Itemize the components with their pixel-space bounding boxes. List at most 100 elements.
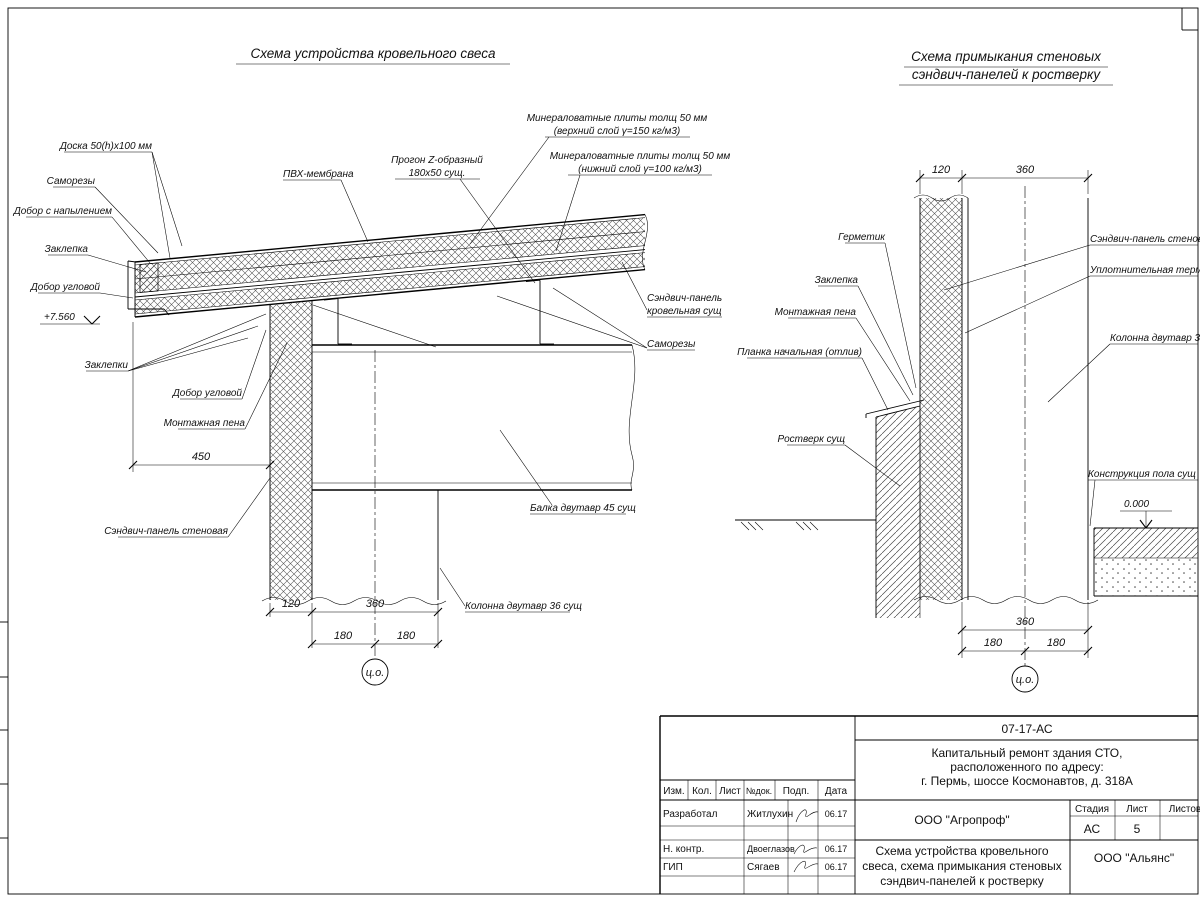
dim-r180b-value: 180 bbox=[1047, 637, 1066, 649]
stage-label: Стадия bbox=[1075, 804, 1109, 815]
label-minplate-bottom-text-1: Минераловатные плиты толщ 50 мм bbox=[550, 151, 731, 162]
label-dobor-uglovoy-2-text: Добор угловой bbox=[172, 387, 243, 399]
dim-r360t-value: 360 bbox=[1016, 164, 1035, 176]
label-samorezy-1-text: Саморезы bbox=[47, 176, 96, 187]
col-header-podp: Подп. bbox=[783, 786, 810, 797]
label-pol-text: Конструкция пола сущ bbox=[1088, 469, 1196, 480]
elevation-mark-0000: 0.000 bbox=[1120, 499, 1172, 529]
elevation-value: +7.560 bbox=[44, 312, 75, 323]
label-sandwich-wall-right: Сэндвич-панель стеновая bbox=[943, 234, 1200, 291]
label-balka-text: Балка двутавр 45 сущ bbox=[530, 503, 636, 514]
label-montazhnaya-pena: Монтажная пена bbox=[164, 342, 288, 430]
label-kolonna: Колонна двутавр 36 сущ bbox=[439, 567, 582, 613]
label-germetik-text: Герметик bbox=[838, 232, 886, 243]
label-montazhnaya-pena-right: Монтажная пена bbox=[775, 307, 911, 402]
sheet-title-line-3: сэндвич-панелей к ростверку bbox=[880, 874, 1043, 888]
sheet-frame bbox=[0, 7, 1199, 895]
label-planka-text: Планка начальная (отлив) bbox=[737, 347, 862, 358]
wall-sandwich-panel bbox=[269, 300, 437, 600]
floor-construction bbox=[1093, 527, 1198, 597]
dim-r180a-value: 180 bbox=[984, 637, 1003, 649]
label-zaklepki: Заклепки bbox=[85, 313, 267, 372]
label-minplate-bottom: Минераловатные плиты толщ 50 мм (нижний … bbox=[550, 151, 731, 252]
label-sandwich-roof: Сэндвич-панель кровельная сущ bbox=[621, 261, 722, 318]
project-name-line-1: Капитальный ремонт здания СТО, bbox=[932, 746, 1123, 760]
label-montazhnaya-pena-right-text: Монтажная пена bbox=[775, 307, 857, 318]
label-progon-text-1: Прогон Z-образный bbox=[391, 154, 483, 166]
column-i36-right bbox=[913, 186, 1099, 666]
title-block: 07-17-АС Капитальный ремонт здания СТО, … bbox=[659, 715, 1200, 894]
label-sandwich-roof-text-1: Сэндвич-панель bbox=[647, 293, 722, 304]
label-dobor-uglovoy-2: Добор угловой bbox=[172, 329, 267, 400]
label-progon: Прогон Z-образный 180х50 сущ. bbox=[391, 154, 536, 284]
project-name-line-3: г. Пермь, шоссе Космонавтов, д. 318А bbox=[921, 774, 1133, 788]
eave-board bbox=[139, 262, 159, 293]
doc-number: 07-17-АС bbox=[1001, 722, 1052, 736]
roof-break-line bbox=[642, 214, 648, 270]
right-scheme: Схема примыкания стеновых сэндвич-панеле… bbox=[735, 49, 1200, 693]
roof-package bbox=[127, 213, 648, 318]
corner-brace-line bbox=[312, 304, 437, 348]
axis-marker-circle bbox=[361, 658, 389, 686]
row-gip: ГИП Сягаев 06.17 bbox=[663, 860, 848, 873]
dim-180a-value: 180 bbox=[334, 630, 353, 642]
left-edge-stamp bbox=[0, 621, 8, 839]
z-purlin-1 bbox=[323, 298, 352, 345]
label-kolonna-right-text: Колонна двутавр 36 сущ bbox=[1110, 333, 1200, 344]
stage-value: АС bbox=[1084, 822, 1101, 836]
col-header-ndok: №док. bbox=[746, 786, 772, 796]
label-minplate-top: Минераловатные плиты толщ 50 мм (верхний… bbox=[469, 113, 708, 245]
dim-360-value: 360 bbox=[366, 598, 385, 610]
label-dobor-napyl-text: Добор с напылением bbox=[13, 205, 112, 217]
project-name-line-2: расположенного по адресу: bbox=[950, 760, 1104, 774]
label-progon-text-2: 180х50 сущ. bbox=[409, 168, 466, 179]
mineral-wool-bottom-layer bbox=[135, 231, 645, 293]
label-balka: Балка двутавр 45 сущ bbox=[499, 429, 636, 515]
signature-gip bbox=[793, 860, 819, 873]
label-pvh-membrana-text: ПВХ-мембрана bbox=[283, 168, 354, 180]
beam-i45 bbox=[312, 344, 636, 491]
col-header-kol: Кол. bbox=[692, 786, 712, 797]
left-scheme-title: Схема устройства кровельного свеса bbox=[250, 46, 496, 61]
name-zhitlukhin: Житлухин bbox=[747, 809, 793, 820]
label-zaklepka-right: Заклепка bbox=[815, 275, 914, 396]
signature-nkontr bbox=[793, 844, 818, 855]
signature-razrabotal bbox=[795, 809, 819, 823]
panel-top-break-line bbox=[913, 194, 969, 202]
dim-r360b-value: 360 bbox=[1016, 616, 1035, 628]
label-sandwich-wall-text: Сэндвич-панель стеновая bbox=[104, 526, 228, 537]
label-rostverk: Ростверк сущ bbox=[778, 434, 901, 487]
label-sandwich-wall: Сэндвич-панель стеновая bbox=[104, 477, 271, 538]
row-razrabotal: Разработал Житлухин 06.17 bbox=[663, 808, 847, 823]
wall-sandwich-panel-right bbox=[913, 194, 969, 600]
rostverk bbox=[865, 399, 925, 618]
label-dobor-napyl: Добор с напылением bbox=[13, 205, 151, 264]
label-kolonna-right: Колонна двутавр 36 сущ bbox=[1047, 333, 1200, 403]
label-rostverk-text: Ростверк сущ bbox=[778, 434, 846, 445]
role-razrabotal: Разработал bbox=[663, 808, 718, 820]
right-scheme-title-2: сэндвич-панелей к ростверку bbox=[912, 67, 1101, 82]
dim-450-value: 450 bbox=[192, 451, 211, 463]
eave-fascia-trim bbox=[127, 260, 170, 316]
name-syagaev: Сягаев bbox=[747, 862, 780, 873]
bottom-break-line bbox=[261, 597, 447, 605]
name-dvoeglazov: Двоеглазов bbox=[747, 844, 795, 854]
label-germetik: Герметик bbox=[838, 232, 917, 389]
sheets-label: Листов bbox=[1169, 804, 1200, 815]
label-pvh-membrana: ПВХ-мембрана bbox=[283, 168, 369, 243]
bottom-break-line-right bbox=[913, 596, 1099, 604]
sheet-label: Лист bbox=[1126, 804, 1148, 815]
dim-180b-value: 180 bbox=[397, 630, 416, 642]
date-gip: 06.17 bbox=[825, 862, 848, 872]
sheet-title-line-2: свеса, схема примыкания стеновых bbox=[862, 859, 1062, 873]
date-nkontr: 06.17 bbox=[825, 844, 848, 854]
label-planka: Планка начальная (отлив) bbox=[737, 347, 889, 411]
dim-r120-value: 120 bbox=[932, 164, 951, 176]
dim-450: 450 bbox=[128, 322, 275, 472]
col-header-list: Лист bbox=[719, 786, 741, 797]
label-termopolosa-text: Уплотнительная термополоса bbox=[1089, 265, 1200, 276]
label-kolonna-text: Колонна двутавр 36 сущ bbox=[465, 601, 582, 612]
z-purlin-2 bbox=[525, 279, 554, 345]
sheet-value: 5 bbox=[1134, 822, 1141, 836]
label-minplate-top-text-1: Минераловатные плиты толщ 50 мм bbox=[527, 113, 708, 124]
